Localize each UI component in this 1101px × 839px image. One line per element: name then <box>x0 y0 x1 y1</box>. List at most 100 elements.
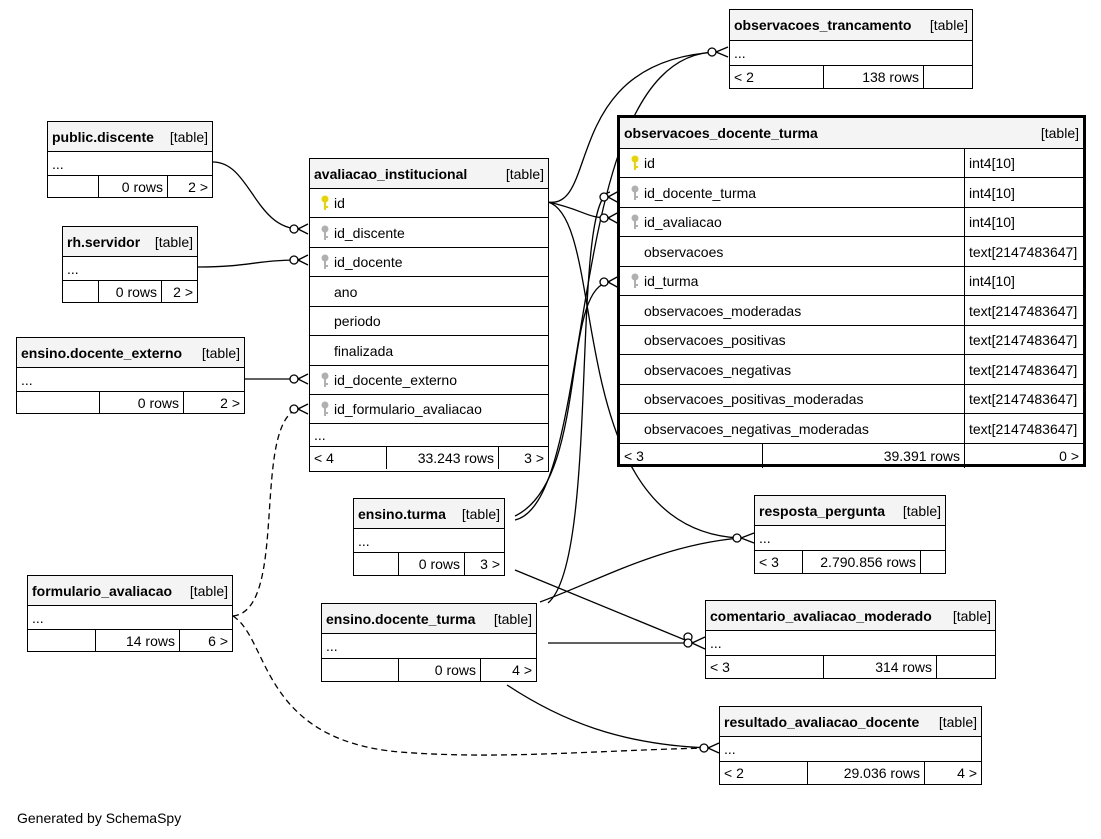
stat-rows: 0 rows <box>98 281 161 302</box>
column-type: int4[10] <box>964 149 1083 177</box>
stat-parents <box>17 392 99 413</box>
generated-by-credit: Generated by SchemaSpy <box>17 810 182 826</box>
table-body: ... <box>28 605 232 629</box>
stat-children: 4 > <box>480 659 536 681</box>
table-stats: 0 rows 2 > <box>17 391 244 413</box>
table-body: ... <box>720 736 981 761</box>
column-name: id_discente <box>334 224 405 241</box>
stat-parents: < 3 <box>759 554 779 570</box>
table-header: ensino.docente_externo [table] <box>17 338 244 367</box>
table-body-ellipsis: ... <box>358 532 370 549</box>
column-row: ano <box>310 276 548 306</box>
table-avaliacao-institucional[interactable]: avaliacao_institucional [table] id id_di… <box>309 158 549 472</box>
column-name: observacoes_positivas <box>644 332 786 348</box>
table-name: resposta_pergunta <box>759 502 886 519</box>
stat-children <box>936 656 995 678</box>
stat-children: 3 > <box>464 553 504 575</box>
table-name: observacoes_trancamento <box>734 17 912 33</box>
column-type: text[2147483647] <box>964 237 1083 266</box>
table-ensino-docente-externo[interactable]: ensino.docente_externo [table] ... 0 row… <box>16 337 245 414</box>
table-name: formulario_avaliacao <box>32 582 173 599</box>
foreign-key-icon <box>626 185 644 201</box>
table-resposta-pergunta[interactable]: resposta_pergunta [table] ... < 3 2.790.… <box>754 495 946 574</box>
stat-rows: 314 rows <box>823 656 936 678</box>
table-stats: 0 rows 4 > <box>322 658 536 681</box>
table-name: observacoes_docente_turma <box>624 125 818 141</box>
table-type: [table] <box>505 165 544 182</box>
table-header: public.discente [table] <box>48 122 212 151</box>
table-body-ellipsis: ... <box>21 371 33 388</box>
table-stats: 14 rows 6 > <box>28 629 232 651</box>
table-observacoes-trancamento[interactable]: observacoes_trancamento [table] ... < 2 … <box>729 9 973 89</box>
stat-rows: 39.391 rows <box>762 444 964 468</box>
table-comentario-avaliacao-moderado[interactable]: comentario_avaliacao_moderado [table] ..… <box>705 600 996 679</box>
column-row: id_docente <box>310 247 548 276</box>
table-name: resultado_avaliacao_docente <box>724 713 920 730</box>
stat-parents: < 3 <box>710 659 730 675</box>
column-name: id_docente <box>334 254 403 270</box>
column-row: observacoes_negativas_moderadas text[214… <box>620 413 1083 443</box>
column-name: id <box>334 195 345 211</box>
table-rh-servidor[interactable]: rh.servidor [table] ... 0 rows 2 > <box>62 226 198 303</box>
column-name: observacoes_moderadas <box>644 302 802 319</box>
stat-parents <box>48 176 98 197</box>
table-body-ellipsis: ... <box>759 530 771 546</box>
stat-children: 4 > <box>924 762 981 784</box>
column-row: id_discente <box>310 217 548 247</box>
foreign-key-icon <box>316 225 334 241</box>
column-row: observacoes_positivas text[2147483647] <box>620 325 1083 354</box>
column-type: text[2147483647] <box>964 326 1083 354</box>
foreign-key-icon <box>316 254 334 270</box>
stat-parents: < 3 <box>624 448 644 464</box>
table-type: [table] <box>189 582 228 599</box>
table-header: formulario_avaliacao [table] <box>28 576 232 605</box>
column-row: id <box>310 188 548 217</box>
table-body-ellipsis: ... <box>314 427 326 443</box>
table-stats: 0 rows 2 > <box>48 175 212 197</box>
column-row: observacoes_negativas text[2147483647] <box>620 354 1083 384</box>
foreign-key-icon <box>316 372 334 388</box>
column-row: id_turma int4[10] <box>620 266 1083 295</box>
table-body-ellipsis: ... <box>710 635 722 651</box>
column-name: id_turma <box>644 273 699 289</box>
table-observacoes-docente-turma[interactable]: observacoes_docente_turma [table] id int… <box>617 115 1086 468</box>
table-body: ... <box>730 40 972 65</box>
stat-rows: 138 rows <box>823 66 923 88</box>
table-formulario-avaliacao[interactable]: formulario_avaliacao [table] ... 14 rows… <box>27 575 233 652</box>
table-header: resposta_pergunta [table] <box>755 496 945 525</box>
table-header: comentario_avaliacao_moderado [table] <box>706 601 995 630</box>
table-stats: < 2 138 rows <box>730 65 972 88</box>
stat-rows: 0 rows <box>99 392 183 413</box>
table-body: ... <box>322 633 536 658</box>
table-header: rh.servidor [table] <box>63 227 197 256</box>
stat-parents <box>354 553 398 575</box>
table-body-ellipsis: ... <box>326 638 338 654</box>
table-ensino-turma[interactable]: ensino.turma [table] ... 0 rows 3 > <box>353 498 505 576</box>
column-name: id_docente_turma <box>644 184 757 201</box>
stat-children: 2 > <box>167 176 212 197</box>
column-type: text[2147483647] <box>964 355 1083 384</box>
table-name: rh.servidor <box>67 233 141 250</box>
table-resultado-avaliacao-docente[interactable]: resultado_avaliacao_docente [table] ... … <box>719 706 982 785</box>
table-type: [table] <box>169 128 208 145</box>
foreign-key-icon <box>316 401 334 417</box>
table-body: ... <box>310 423 548 446</box>
table-name: comentario_avaliacao_moderado <box>710 607 932 624</box>
stat-children <box>923 66 972 88</box>
table-name: ensino.docente_externo <box>21 344 183 361</box>
table-type: [table] <box>154 233 193 250</box>
stat-parents <box>28 630 95 651</box>
table-ensino-docente-turma[interactable]: ensino.docente_turma [table] ... 0 rows … <box>321 603 537 682</box>
stat-children <box>920 551 945 573</box>
column-name: observacoes <box>644 243 724 260</box>
column-name: periodo <box>334 313 381 329</box>
table-public-discente[interactable]: public.discente [table] ... 0 rows 2 > <box>47 121 213 198</box>
stat-parents <box>63 281 98 302</box>
table-type: [table] <box>493 610 532 627</box>
table-body-ellipsis: ... <box>67 260 79 277</box>
column-name: finalizada <box>334 342 394 359</box>
stat-parents: < 2 <box>724 765 744 781</box>
table-stats: < 2 29.036 rows 4 > <box>720 761 981 784</box>
table-body-ellipsis: ... <box>724 741 736 757</box>
